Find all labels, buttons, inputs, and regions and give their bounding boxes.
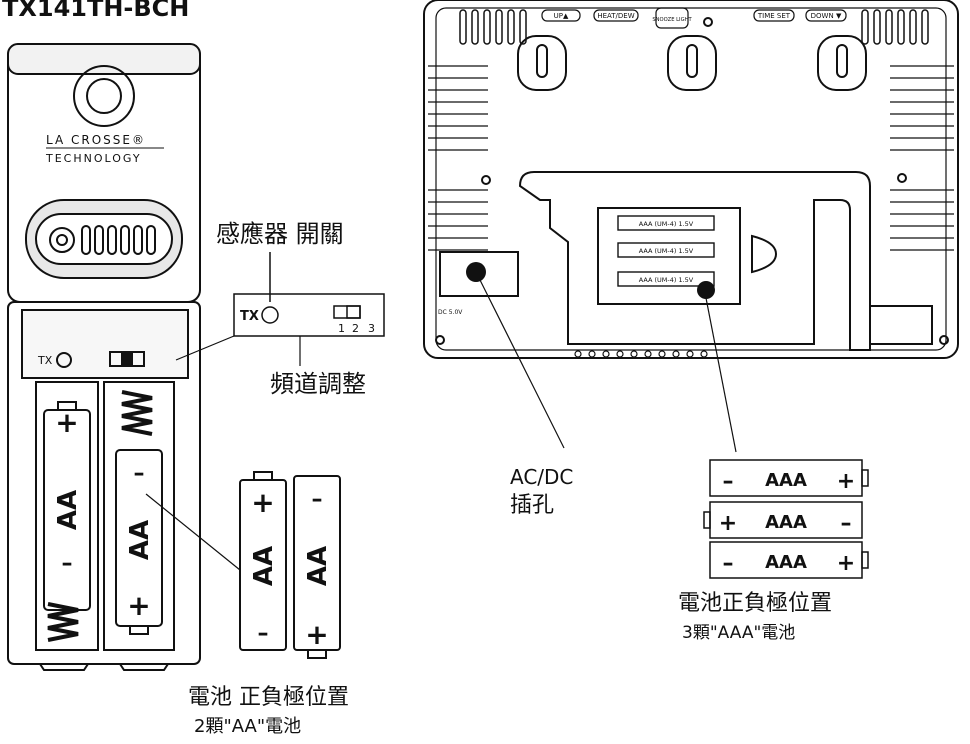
model-title: TX141TH-BCH	[2, 0, 189, 22]
aaa-1-mid: AAA	[765, 470, 807, 491]
channel-adjust-label: 頻道調整	[270, 370, 366, 398]
channel-1: 1	[338, 322, 345, 335]
button-time-set	[753, 9, 795, 22]
brand-line-1: LA CROSSE®	[46, 133, 146, 147]
button-heat-dew-label: HEAT/DEW	[597, 12, 634, 20]
loose-aa-2-minus: –	[312, 487, 323, 512]
aaa-compartment	[597, 207, 741, 305]
reset-hole-icon	[703, 17, 713, 27]
screw-bl-icon	[435, 335, 445, 345]
keyhole-right-icon	[817, 35, 867, 91]
loose-aa-2-label: AA	[303, 546, 333, 586]
loose-aa-2-plus: +	[305, 618, 328, 651]
aaa-1-right: +	[837, 469, 855, 494]
button-heat-dew	[593, 9, 639, 22]
spring-top-icon	[121, 390, 153, 436]
channel-3: 3	[368, 322, 375, 335]
acdc-label-2: 插孔	[510, 493, 554, 518]
sensor-cap	[7, 43, 201, 75]
spring-bottom-icon	[47, 602, 79, 642]
vent-slots	[81, 225, 156, 255]
vent-port-icon	[49, 227, 75, 253]
loose-aa-1-label: AA	[249, 546, 279, 586]
aaa-polarity-line-2: 3顆"AAA"電池	[682, 623, 795, 643]
tx-detail-button-icon	[261, 306, 279, 324]
tx-button-icon	[56, 352, 72, 368]
battery-compartment-dot	[697, 281, 715, 299]
station-buttons: UP▲ HEAT/DEW SNOOZE LIGHT TIME SET DOWN …	[541, 7, 847, 29]
keyhole-left-icon	[517, 35, 567, 91]
aaa-2-right: –	[841, 511, 852, 536]
tx-detail-label: TX	[240, 309, 259, 324]
station-device	[423, 0, 959, 359]
button-up	[541, 9, 581, 22]
tx-small-label: TX	[37, 354, 53, 367]
aaa-3-right: +	[837, 551, 855, 576]
aa-1-plus: +	[55, 406, 78, 439]
aa-battery-2-cap	[129, 625, 149, 635]
battery-compartment	[7, 301, 201, 665]
acdc-label-1: AC/DC	[510, 465, 573, 489]
label-plate	[869, 305, 933, 345]
side-vent-left	[428, 65, 488, 251]
hanging-hole-outer-icon	[73, 65, 135, 127]
aaa-cell-3-label: AAA (UM-4) 1.5V	[639, 276, 694, 284]
loose-aa-1-plus: +	[251, 486, 274, 519]
aaa-cell-1-label: AAA (UM-4) 1.5V	[639, 220, 694, 228]
battery-slot-1	[35, 381, 99, 651]
button-up-label: UP▲	[554, 12, 569, 20]
aaa-polarity-line-1: 電池正負極位置	[678, 591, 832, 616]
hanging-hole-inner-icon	[86, 78, 122, 114]
switch-detail-box	[233, 293, 385, 337]
compartment-header	[21, 309, 189, 379]
bottom-vent-dots	[574, 350, 708, 358]
button-snooze-light-label: SNOOZE LIGHT	[652, 17, 692, 23]
sensor-device	[7, 43, 201, 671]
top-vent-right	[861, 9, 929, 45]
channel-2: 2	[352, 322, 359, 335]
station-body	[423, 0, 959, 359]
dc-jack-recess	[439, 251, 519, 297]
dc-jack-dot	[466, 262, 486, 282]
sensor-foot-right	[119, 663, 169, 671]
keyhole-center-icon	[667, 35, 717, 91]
aa-2-minus: –	[134, 461, 145, 486]
aaa-3-mid: AAA	[765, 552, 807, 573]
aa-polarity-line-2: 2顆"AA"電池	[194, 716, 301, 737]
screw-br-icon	[939, 335, 949, 345]
screw-right-icon	[897, 173, 907, 183]
aa-1-label: AA	[53, 490, 83, 530]
aaa-battery-diagrams	[703, 459, 869, 579]
button-time-set-label: TIME SET	[757, 12, 791, 20]
loose-aa-1-minus: –	[258, 621, 269, 646]
compartment-latch	[751, 234, 778, 274]
aaa-3-left: –	[723, 551, 734, 576]
aaa-2-left: +	[719, 511, 737, 536]
aaa-cell-2-label: AAA (UM-4) 1.5V	[639, 247, 694, 255]
button-down-label: DOWN ▼	[811, 12, 842, 20]
loose-aa-batteries	[239, 471, 341, 659]
top-vent-left	[459, 9, 527, 45]
button-down	[805, 9, 847, 22]
aa-polarity-line-1: 電池 正負極位置	[188, 685, 349, 710]
aa-battery-1-cap	[57, 401, 77, 411]
button-snooze-light	[655, 7, 689, 29]
side-vent-right	[890, 65, 954, 251]
channel-switch-knob	[121, 352, 133, 366]
aaa-1-left: –	[723, 469, 734, 494]
aa-1-minus: –	[62, 551, 73, 576]
station-stand	[518, 171, 871, 351]
sensor-switch-label: 感應器 開關	[216, 220, 344, 248]
brand-line-2: TECHNOLOGY	[45, 152, 142, 165]
aa-2-label: AA	[125, 520, 155, 560]
vent-port-inner-icon	[56, 234, 68, 246]
aa-2-plus: +	[127, 589, 150, 622]
aaa-2-mid: AAA	[765, 512, 807, 533]
screw-left-icon	[481, 175, 491, 185]
dc-label: DC 5.0V	[438, 309, 463, 316]
sensor-foot-left	[39, 663, 89, 671]
